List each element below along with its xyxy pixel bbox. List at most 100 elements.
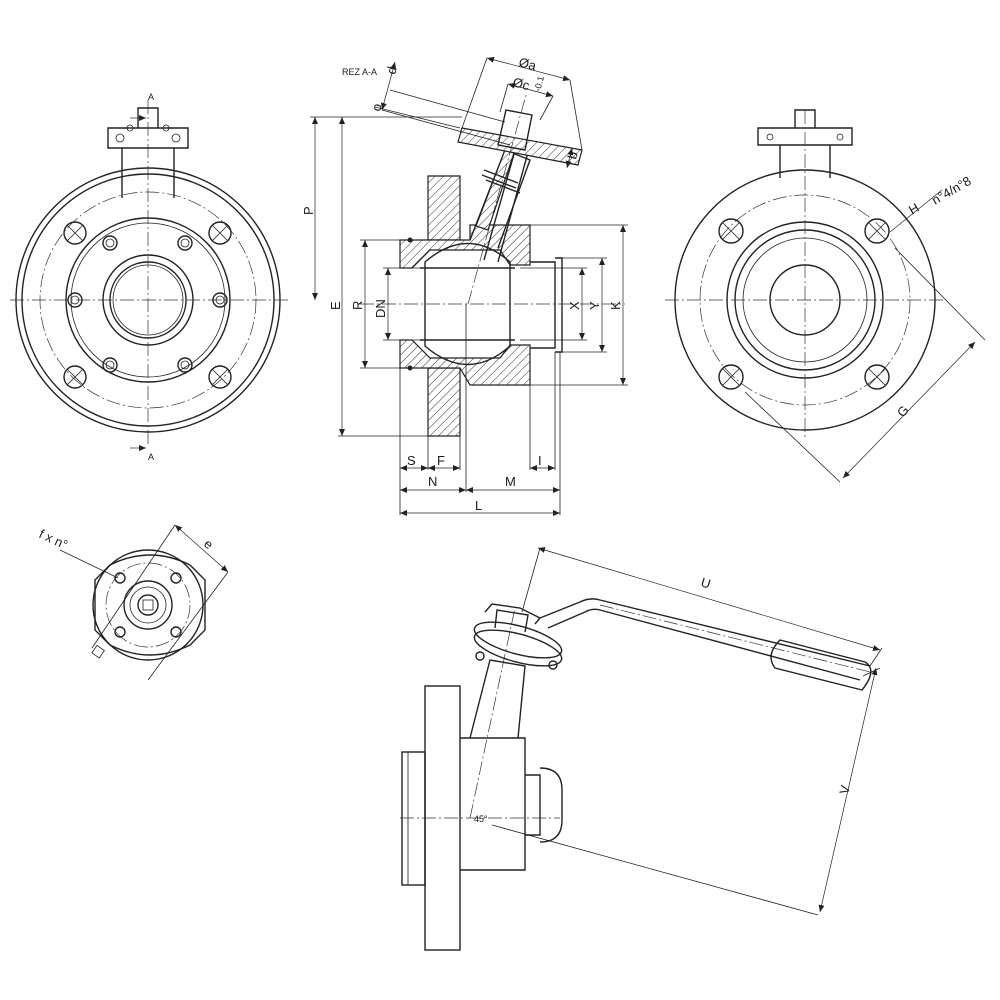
top-view-hole: [114, 572, 126, 584]
rear-bolt-holes: [718, 218, 890, 390]
ball-bore: [420, 267, 515, 341]
iso-handle-grip: [770, 639, 872, 691]
square-symbol: [91, 644, 105, 659]
label-P: P: [301, 206, 316, 215]
stem-neck: [121, 148, 175, 198]
section-mark-bottom: A: [148, 452, 154, 462]
rear-top-flange: [757, 127, 853, 146]
front-flange-view: A A: [10, 92, 290, 462]
label-holes: n°4/n°8: [929, 173, 974, 207]
centerlines: [10, 100, 290, 445]
mounting-pad: [457, 127, 583, 166]
dim-d: [380, 61, 397, 111]
ball: [424, 242, 511, 366]
top-view-gland-inner: [129, 586, 167, 624]
label-E: E: [328, 301, 343, 310]
dim-U: [537, 547, 881, 651]
dim-e: [174, 524, 229, 573]
body-right-neck: [530, 261, 556, 349]
flange-upper-section: [427, 175, 461, 241]
section-mark-top: A: [148, 92, 154, 102]
dim-G: [842, 341, 976, 479]
rear-flange-view: H n°4/n°8 G: [665, 109, 986, 483]
dim-c: [507, 82, 554, 98]
iso-clamp: [539, 767, 563, 843]
label-a: Øa: [517, 54, 538, 73]
label-U: U: [699, 575, 712, 592]
extension-lines-bottom: [399, 304, 561, 515]
rear-top-hole: [836, 133, 844, 141]
o-ring: [407, 365, 413, 371]
label-L: L: [475, 498, 482, 513]
flange-lower-section: [427, 367, 461, 437]
leader-H: [889, 189, 943, 233]
iso-bolt: [475, 651, 485, 661]
label-d: d: [383, 65, 399, 76]
label-V: V: [836, 784, 853, 796]
large-bolt-holes: [63, 221, 232, 389]
iso-handle-axis: [599, 604, 871, 673]
angle-mark: 45°: [474, 814, 488, 824]
dim-V: [818, 667, 878, 913]
top-flange: [107, 127, 189, 149]
label-f-x-n: f x n°: [37, 526, 70, 552]
extension-lines-UV: [491, 547, 883, 916]
label-N: N: [428, 474, 437, 489]
iso-mount-flange: [473, 629, 563, 667]
top-view-stem-square: [142, 599, 154, 611]
label-c: Øc: [511, 74, 531, 93]
top-view-body: [94, 554, 206, 656]
iso-stem-neck: [469, 659, 526, 739]
stem-top-square: [497, 109, 533, 151]
top-view-hole: [170, 626, 182, 638]
iso-spigot: [401, 751, 426, 886]
extension-lines-G: [744, 247, 986, 483]
extension-lines-top: [461, 57, 583, 151]
stem-seals: [481, 169, 521, 194]
dim-a: [486, 56, 571, 82]
top-view-hole: [114, 626, 126, 638]
body-lower-section: [399, 339, 531, 386]
label-M: M: [505, 474, 516, 489]
top-view: f x n° e: [37, 524, 229, 681]
top-view-bolt-circle: [105, 562, 191, 648]
label-K: K: [608, 301, 623, 310]
top-view-outer: [92, 549, 204, 661]
top-view-hole: [170, 572, 182, 584]
iso-bolt: [548, 660, 558, 670]
section-view: REZ A-A: [301, 54, 628, 516]
rear-stem-neck: [779, 145, 831, 178]
dim-b: [565, 147, 574, 169]
label-c-tolerance: -0.1: [532, 75, 546, 93]
top-view-stem: [137, 594, 159, 616]
extension-lines: [310, 116, 628, 437]
top-flange-hole: [171, 133, 181, 143]
extension-lines-d: [374, 89, 511, 146]
top-flange-hole: [126, 124, 134, 132]
rear-top-hole: [766, 133, 774, 141]
iso-body: [460, 737, 526, 871]
iso-neck: [525, 774, 541, 836]
iso-mount-flange-top: [473, 621, 563, 659]
label-X: X: [567, 301, 582, 310]
clamp-ferrule: [555, 257, 563, 353]
extension-lines-e: [91, 524, 229, 681]
label-G: G: [894, 403, 912, 420]
o-ring: [407, 237, 413, 243]
section-label: REZ A-A: [342, 67, 377, 77]
top-flange-hole: [162, 124, 170, 132]
isometric-view: 45° U V: [400, 547, 883, 951]
iso-handle-lever: [539, 598, 871, 681]
label-DN: DN: [373, 299, 388, 318]
top-flange-hole: [115, 133, 125, 143]
iso-stem-axis: [469, 607, 516, 819]
label-I: I: [538, 453, 542, 468]
rear-centerlines: [665, 110, 945, 440]
label-o: o: [368, 102, 384, 113]
stem-axis: [467, 94, 527, 305]
label-F: F: [437, 453, 445, 468]
leader-f: [59, 549, 119, 579]
iso-stem-top: [494, 609, 529, 633]
label-b: b: [564, 150, 580, 161]
